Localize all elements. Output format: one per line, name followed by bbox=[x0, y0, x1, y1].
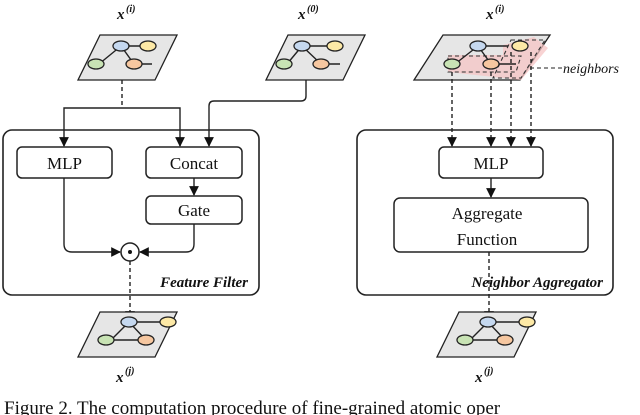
neighbor-aggregator-title: Neighbor Aggregator bbox=[470, 275, 603, 291]
graph-node bbox=[312, 58, 330, 70]
graph-node bbox=[87, 58, 105, 70]
input-branch-mlp-arrow bbox=[59, 107, 122, 147]
figure-caption: Figure 2. The computation procedure of f… bbox=[4, 398, 501, 415]
left-input2-label: x (0) bbox=[297, 4, 319, 23]
svg-text:x: x bbox=[116, 7, 125, 23]
graph-node bbox=[469, 40, 487, 52]
svg-text:(i): (i) bbox=[126, 4, 135, 15]
mlp-to-product-arrow bbox=[63, 178, 121, 257]
svg-text:x: x bbox=[115, 370, 124, 386]
graph-node bbox=[443, 58, 461, 70]
aggregate-label-line1: Aggregate bbox=[452, 204, 523, 223]
graph-node bbox=[496, 334, 514, 346]
graph-node bbox=[482, 58, 500, 70]
feature-filter-module bbox=[2, 129, 260, 296]
aggregate-label-line2: Function bbox=[457, 230, 518, 249]
graph-node bbox=[479, 316, 497, 328]
right-output-graph bbox=[435, 311, 538, 358]
gate-label: Gate bbox=[178, 201, 210, 220]
graph-node bbox=[456, 334, 474, 346]
right-output-label: x (j) bbox=[474, 366, 493, 386]
graph-node bbox=[293, 40, 311, 52]
graph-node bbox=[120, 316, 138, 328]
x0-to-concat-arrow bbox=[204, 80, 307, 147]
right-mlp-label: MLP bbox=[474, 154, 509, 173]
graph-node bbox=[137, 334, 155, 346]
right-input-graph bbox=[412, 34, 552, 81]
svg-text:(j): (j) bbox=[484, 366, 493, 377]
graph-node bbox=[139, 40, 157, 52]
graph-node bbox=[112, 40, 130, 52]
svg-text:(j): (j) bbox=[125, 366, 134, 377]
left-input-graph bbox=[76, 34, 179, 81]
graph-node bbox=[97, 334, 115, 346]
graph-node bbox=[159, 316, 177, 328]
graph-node bbox=[326, 40, 344, 52]
graph-node bbox=[125, 58, 143, 70]
graph-node bbox=[275, 58, 293, 70]
svg-text:x: x bbox=[485, 7, 494, 23]
left-input-label: x (i) bbox=[116, 4, 135, 23]
graph-node bbox=[511, 40, 529, 52]
gate-to-product-arrow bbox=[139, 224, 195, 257]
right-input-label: x (i) bbox=[485, 4, 504, 23]
svg-text:(i): (i) bbox=[495, 4, 504, 15]
input-branch-concat-arrow bbox=[122, 107, 185, 147]
left-mlp-label: MLP bbox=[47, 154, 82, 173]
svg-text:(0): (0) bbox=[307, 4, 319, 15]
neighbors-label: neighbors bbox=[563, 62, 620, 77]
left-input2-graph bbox=[264, 34, 367, 81]
svg-text:x: x bbox=[297, 7, 306, 23]
left-output-label: x (j) bbox=[115, 366, 134, 386]
left-output-graph bbox=[76, 311, 179, 358]
neighbor-aggregator-module bbox=[356, 129, 614, 296]
concat-label: Concat bbox=[170, 154, 218, 173]
aggregate-function-box bbox=[393, 197, 589, 253]
feature-filter-title: Feature Filter bbox=[159, 275, 248, 291]
graph-node bbox=[518, 316, 536, 328]
svg-text:x: x bbox=[474, 370, 483, 386]
